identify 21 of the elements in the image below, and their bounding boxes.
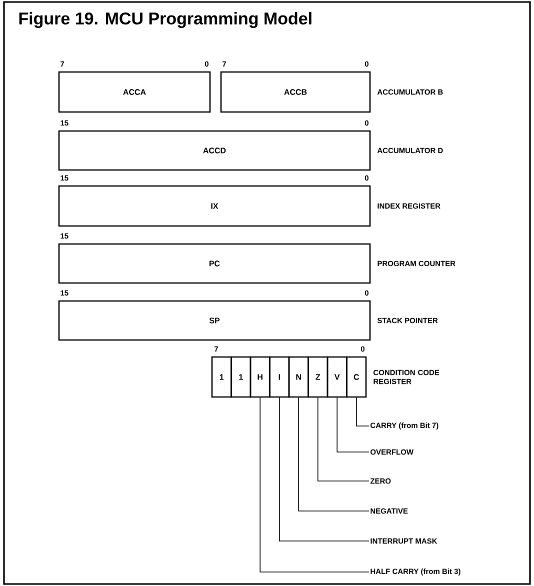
leader-line — [356, 397, 370, 426]
bit-cell: C — [346, 356, 367, 398]
bit-cell: H — [250, 356, 270, 398]
leader-line — [279, 397, 370, 542]
leader-line — [318, 397, 370, 482]
bit-cell: 1 — [211, 356, 232, 398]
register-box: PC — [58, 243, 371, 284]
bit-cell: Z — [308, 356, 328, 398]
leader-line — [336, 397, 370, 452]
register-box: IX — [58, 185, 371, 227]
register-box: SP — [58, 300, 371, 341]
leader-line — [298, 397, 370, 512]
bit-cell: I — [269, 356, 290, 398]
leader-line — [260, 397, 370, 572]
register-box: ACCD — [58, 130, 371, 171]
bit-cell: N — [288, 356, 309, 398]
figure-title: Figure 19. MCU Programming Model — [19, 12, 312, 28]
bit-cell: 1 — [230, 356, 252, 398]
bit-cell: V — [326, 356, 348, 398]
register-box: ACCA — [58, 71, 211, 113]
register-box: ACCB — [220, 71, 371, 113]
